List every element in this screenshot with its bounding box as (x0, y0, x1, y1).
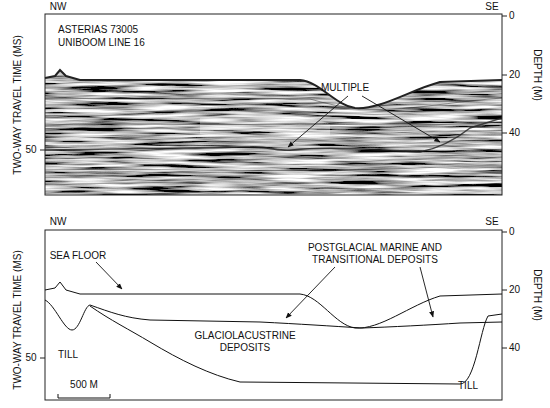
unit-boundary (45, 300, 502, 330)
tick-label: 0 (509, 10, 515, 22)
direction-label: SE (485, 1, 498, 13)
panel-frame (45, 230, 502, 400)
leader-arrow (96, 262, 122, 289)
tick-label: 20 (509, 69, 520, 81)
leader-arrow (420, 267, 433, 317)
leader-arrow (362, 96, 440, 142)
unit-label: POSTGLACIAL MARINE AND TRANSITIONAL DEPO… (288, 242, 463, 266)
direction-label: SE (485, 216, 498, 228)
panel-frame (45, 14, 502, 195)
tick-label: 20 (509, 284, 520, 296)
axis-ticks (40, 232, 507, 358)
axis-title: TWO-WAY TRAVEL TIME (MS) (12, 35, 24, 174)
survey-label: ASTERIAS 73005 (58, 24, 138, 36)
tick-label: 50 (25, 144, 36, 156)
scale-bar (58, 394, 110, 398)
unit-label: GLACIOLACUSTRINE DEPOSITS (185, 330, 305, 354)
tick-label: 0 (509, 226, 515, 238)
tick-label: 40 (509, 342, 520, 354)
sea-floor-reflector (45, 70, 502, 108)
direction-label: NW (50, 1, 67, 13)
survey-label: UNIBOOM LINE 16 (58, 37, 145, 49)
tick-label: 40 (509, 127, 520, 139)
axis-title: DEPTH (M) (531, 49, 543, 101)
leader-arrow (286, 267, 335, 318)
direction-label: NW (50, 216, 67, 228)
seismic-record (45, 14, 502, 195)
scale-label: 500 M (70, 379, 98, 391)
leader-arrow (288, 96, 348, 147)
axis-title: DEPTH (M) (531, 269, 543, 321)
unit-label: TILL (458, 380, 478, 392)
callout-label: SEA FLOOR (50, 250, 107, 262)
unit-label: TILL (58, 349, 78, 361)
tick-label: 50 (25, 352, 36, 364)
callout-label: MULTIPLE (321, 82, 369, 94)
till-boundary (90, 306, 502, 384)
axis-title: TWO-WAY TRAVEL TIME (MS) (12, 250, 24, 389)
axis-ticks (40, 16, 507, 150)
